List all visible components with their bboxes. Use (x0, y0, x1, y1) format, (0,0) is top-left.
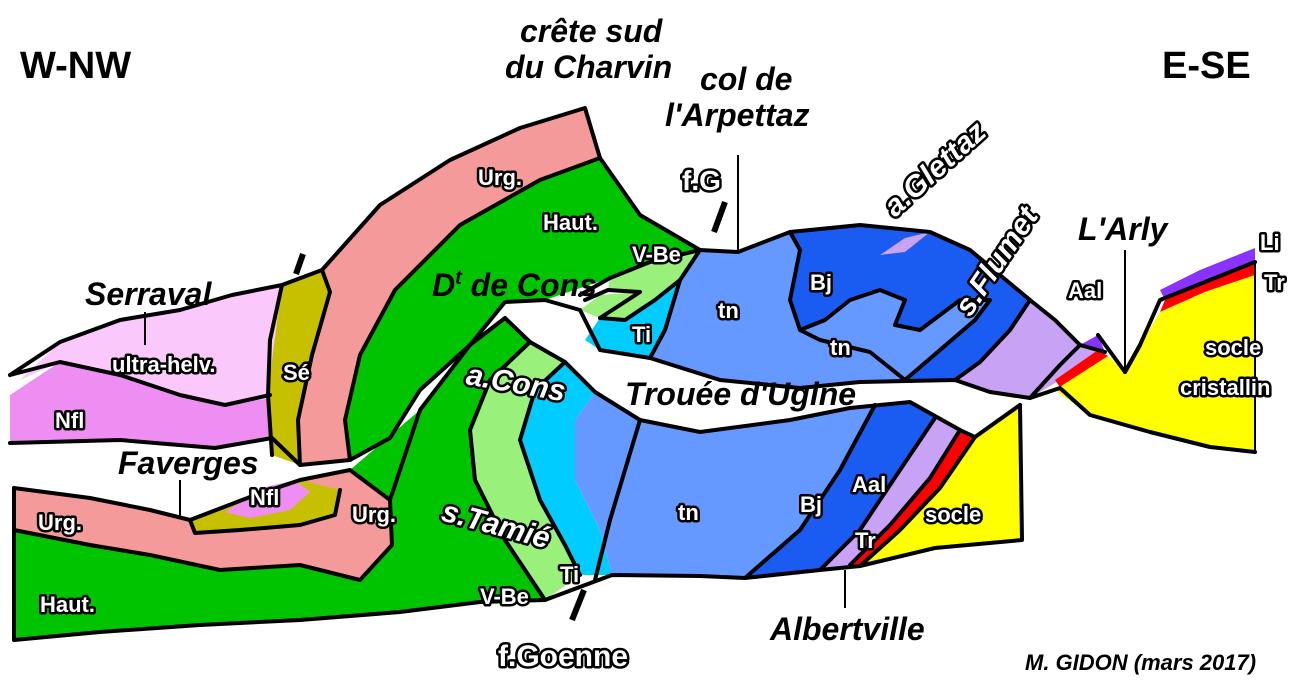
unit-urg-upper: Urg. (478, 165, 522, 190)
serraval-label: Serraval (85, 276, 212, 312)
unit-vbe-upper: V-Be (632, 242, 681, 267)
unit-nfl-lower: Nfl (250, 485, 279, 510)
unit-aal-upper: Aal (1068, 278, 1102, 303)
crete-label-line1: crête sud (520, 13, 664, 49)
unit-socle-line1: socle (1205, 335, 1261, 360)
fault-tick-goenne (572, 590, 584, 620)
unit-tr-lower: Tr (855, 528, 876, 553)
dent-rest: de Cons (462, 267, 597, 303)
unit-socle-lower: socle (925, 502, 981, 527)
faverges-label: Faverges (118, 445, 259, 481)
arly-label: L'Arly (1078, 211, 1170, 247)
unit-ti-lower: Ti (560, 562, 579, 587)
orientation-east: E-SE (1162, 45, 1251, 87)
orientation-west: W-NW (20, 45, 131, 87)
unit-tn-fold: tn (830, 335, 851, 360)
trouee-label: Trouée d'Ugine (625, 376, 856, 412)
unit-aal-lower: Aal (852, 472, 886, 497)
unit-li: Li (1260, 230, 1280, 255)
unit-se: Sé (283, 360, 310, 385)
unit-ultra-helv: ultra-helv. (112, 352, 216, 377)
unit-tn-upper: tn (718, 298, 739, 323)
unit-urg-lower-east: Urg. (352, 502, 396, 527)
fault-tick-f-g (714, 202, 725, 232)
unit-haut-lower: Haut. (40, 592, 95, 617)
fault-tick-se (296, 254, 303, 274)
unit-bj-lower: Bj (800, 492, 822, 517)
albertville-label: Albertville (769, 611, 925, 647)
unit-vbe-lower: V-Be (480, 584, 529, 609)
unit-tr-east: Tr (1264, 270, 1285, 295)
crete-label-line2: du Charvin (505, 49, 672, 85)
unit-bj-upper: Bj (810, 270, 832, 295)
unit-haut-upper: Haut. (543, 210, 598, 235)
col-label-line1: col de (700, 61, 792, 97)
unit-ti-upper: Ti (632, 322, 651, 347)
col-label-line2: l'Arpettaz (665, 97, 810, 133)
author-credit: M. GIDON (mars 2017) (1025, 650, 1256, 675)
dent-main: D (432, 267, 455, 303)
a-glettaz-label: a.Glettaz (878, 115, 993, 223)
unit-tn-lower: tn (678, 500, 699, 525)
unit-urg-lower-west: Urg. (38, 510, 82, 535)
f-g-label: f.G (682, 165, 721, 196)
f-goenne-label: f.Goenne (498, 640, 628, 673)
unit-socle-line2: cristallin (1180, 375, 1270, 400)
unit-nfl-upper: Nfl (55, 408, 84, 433)
